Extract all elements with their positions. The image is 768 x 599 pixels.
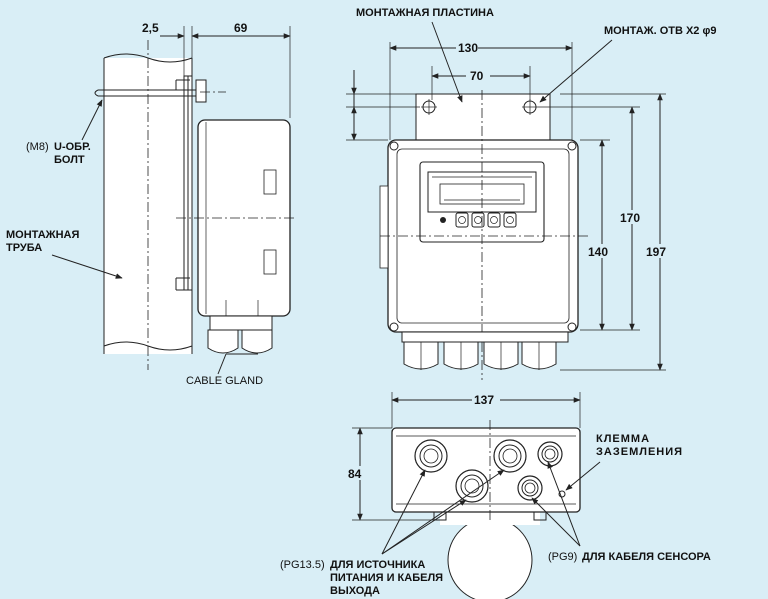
front-view bbox=[346, 42, 666, 380]
bolt-label-line2: БОЛТ bbox=[54, 154, 85, 166]
bottom-view bbox=[352, 392, 581, 599]
dim-197: 197 bbox=[646, 245, 666, 259]
power-label-line1: ДЛЯ ИСТОЧНИКА bbox=[330, 559, 425, 571]
dim-170: 170 bbox=[620, 211, 640, 225]
dim-130: 130 bbox=[458, 41, 478, 55]
mount-plate-label: МОНТАЖНАЯ ПЛАСТИНА bbox=[356, 7, 494, 19]
mounting-pipe bbox=[103, 40, 193, 370]
side-dimensions bbox=[160, 26, 291, 118]
mount-holes-label: МОНТАЖ. ОТВ X2 φ9 bbox=[604, 25, 716, 37]
dim-70: 70 bbox=[470, 69, 484, 83]
pipe-label-line1: МОНТАЖНАЯ bbox=[6, 229, 79, 241]
cable-gland-label: CABLE GLAND bbox=[186, 375, 263, 387]
power-label-line3: ВЫХОДА bbox=[330, 585, 380, 597]
enclosure-bottom bbox=[391, 427, 581, 513]
dim-2-5: 2,5 bbox=[142, 21, 159, 35]
ground-label-line1: КЛЕММА bbox=[596, 433, 650, 445]
dim-137: 137 bbox=[474, 393, 494, 407]
power-label-line2: ПИТАНИЯ И КАБЕЛЯ bbox=[330, 572, 443, 584]
dim-69: 69 bbox=[234, 21, 248, 35]
ground-label-line2: ЗАЗЕМЛЕНИЯ bbox=[596, 446, 683, 458]
gland-holes bbox=[414, 439, 566, 503]
bolt-label-line1: U-ОБР. bbox=[54, 141, 91, 153]
pg9-label: (PG9) bbox=[548, 551, 577, 563]
cable-glands-side bbox=[207, 300, 273, 354]
dim-84: 84 bbox=[348, 467, 362, 481]
enclosure-side bbox=[176, 119, 296, 317]
mount-plate bbox=[415, 93, 551, 147]
mount-bracket bbox=[94, 75, 226, 291]
cable-glands-front bbox=[401, 331, 569, 370]
dim-140: 140 bbox=[588, 245, 608, 259]
bolt-size-label: (M8) bbox=[26, 141, 49, 153]
pipe-section bbox=[447, 517, 533, 599]
sensor-label: ДЛЯ КАБЕЛЯ СЕНСОРА bbox=[582, 551, 711, 563]
side-view bbox=[94, 26, 296, 370]
pg13-label: (PG13.5) bbox=[280, 559, 325, 571]
pipe-label-line2: ТРУБА bbox=[6, 242, 42, 254]
